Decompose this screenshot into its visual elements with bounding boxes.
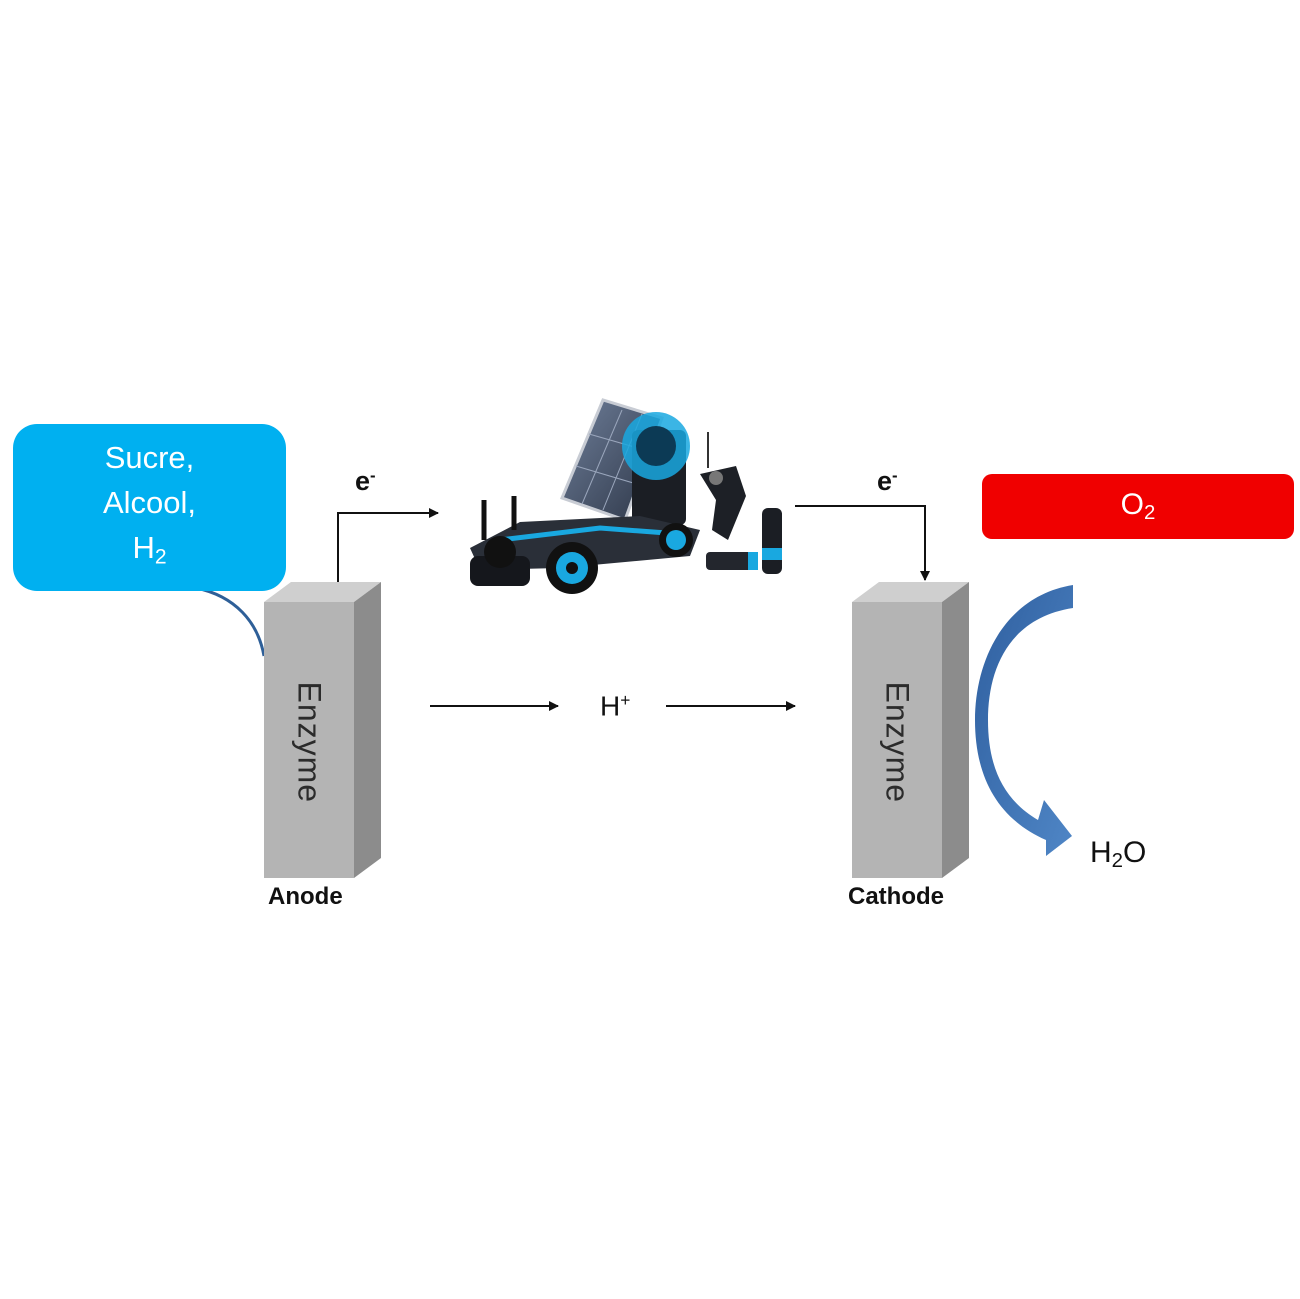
reaction-curved-arrow (975, 585, 1073, 856)
oxygen-label: O2 (1120, 487, 1156, 525)
fuel-sugar-label: Sucre, (104, 440, 195, 476)
bubble-connector (195, 586, 266, 657)
oxygen-input-box: O2 (982, 474, 1294, 539)
fuel-input-bubble: Sucre, Alcool, H2 (13, 424, 286, 591)
proton-label: H+ (600, 690, 631, 722)
rc-car-device-illustration (470, 398, 782, 594)
electron-arrow-in (795, 505, 930, 581)
electron-arrow-out (337, 508, 439, 582)
electron-label-right: e- (877, 466, 898, 497)
anode-electrode (264, 582, 381, 878)
cathode-label: Cathode (848, 883, 944, 910)
anode-enzyme-label: Enzyme (291, 681, 328, 804)
water-label: H2O (1090, 836, 1147, 873)
electron-label-left: e- (355, 466, 376, 497)
fuel-alcohol-label: Alcool, (102, 485, 197, 521)
cathode-electrode (852, 582, 969, 878)
cathode-enzyme-label: Enzyme (879, 681, 916, 804)
anode-label: Anode (268, 883, 343, 910)
fuel-hydrogen-label: H2 (132, 530, 167, 569)
